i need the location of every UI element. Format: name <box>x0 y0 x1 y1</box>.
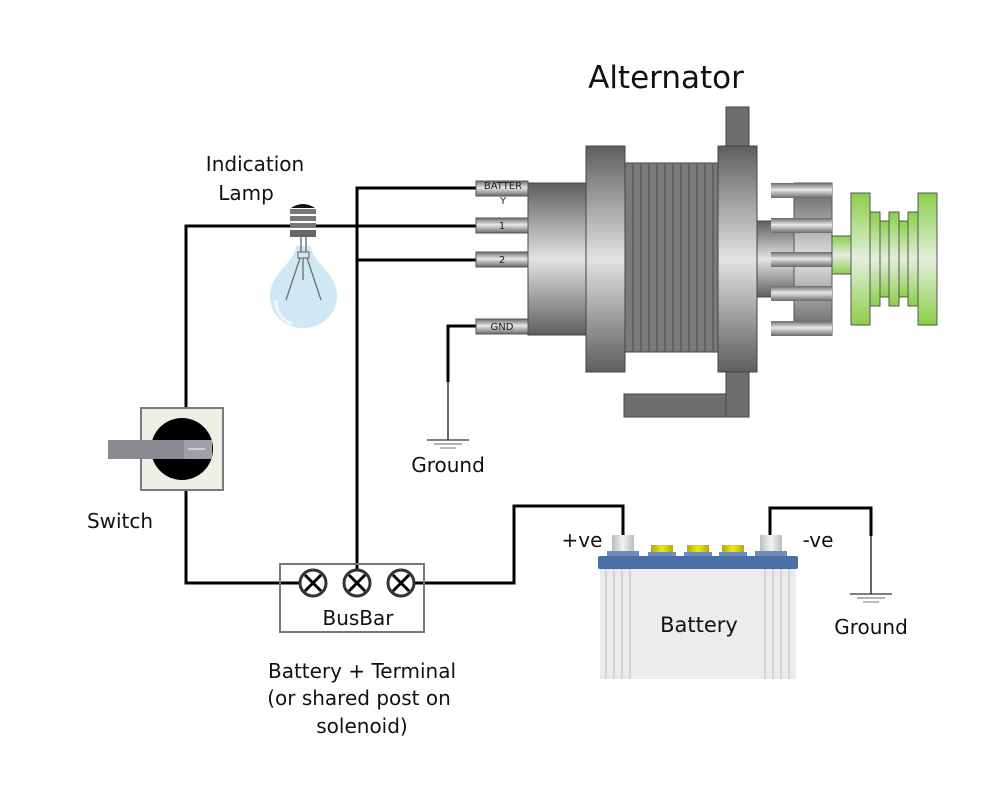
battery-label: Battery <box>660 613 738 637</box>
terminal-1-label: 1 <box>499 221 505 232</box>
cooling-fins <box>632 164 714 351</box>
terminal-battery-label-1: BATTER <box>484 181 522 192</box>
battery-positive-post[interactable] <box>612 535 634 553</box>
indication-lamp-icon <box>270 204 337 328</box>
battery-ribs <box>605 569 790 679</box>
terminal-gnd-label: GND <box>491 322 514 333</box>
ground-label-battery: Ground <box>834 615 908 639</box>
pulley <box>831 192 938 326</box>
negative-label: -ve <box>803 528 834 552</box>
wire-switch-to-busbar <box>184 490 300 585</box>
terminal-2-label: 2 <box>499 255 505 266</box>
busbar-label: BusBar <box>322 606 394 630</box>
busbar-box <box>279 563 425 633</box>
lamp-label-line2: Lamp <box>218 181 274 205</box>
ground-symbol-battery <box>850 593 892 603</box>
battery-negative-post[interactable] <box>760 535 782 553</box>
wire-battery-negative <box>768 506 873 537</box>
busbar-terminal-1[interactable] <box>298 568 328 598</box>
busbar-terminal-3[interactable] <box>386 568 416 598</box>
terminal-gnd[interactable]: GND <box>475 318 529 335</box>
terminal-1[interactable]: 1 <box>475 217 529 234</box>
lamp-label-line1: Indication <box>206 152 304 176</box>
battery: Battery <box>598 535 798 679</box>
busbar-terminal-2[interactable] <box>342 568 372 598</box>
note-line-3: solenoid) <box>316 714 407 738</box>
wires <box>184 186 873 594</box>
wire-gnd-terminal <box>446 324 476 382</box>
terminal-battery-label-2: Y <box>499 196 507 207</box>
wire-battery-terminal-to-busbar <box>355 186 476 578</box>
terminal-battery[interactable]: BATTER Y <box>475 180 529 207</box>
note-line-2: (or shared post on <box>267 686 451 710</box>
busbar: BusBar <box>279 563 425 633</box>
alternator: BATTER Y 1 2 GND <box>475 106 938 418</box>
switch[interactable] <box>108 407 224 491</box>
diagram-title: Alternator <box>588 60 744 96</box>
terminal-2[interactable]: 2 <box>475 251 529 268</box>
switch-label: Switch <box>87 509 153 533</box>
note-line-1: Battery + Terminal <box>268 659 456 683</box>
wire-busbar-to-battery-positive <box>410 504 625 585</box>
ground-symbol-alternator <box>427 439 469 449</box>
positive-label: +ve <box>562 528 603 552</box>
wire-switch-to-terminal-1 <box>184 224 476 408</box>
ground-label-alternator: Ground <box>411 453 485 477</box>
